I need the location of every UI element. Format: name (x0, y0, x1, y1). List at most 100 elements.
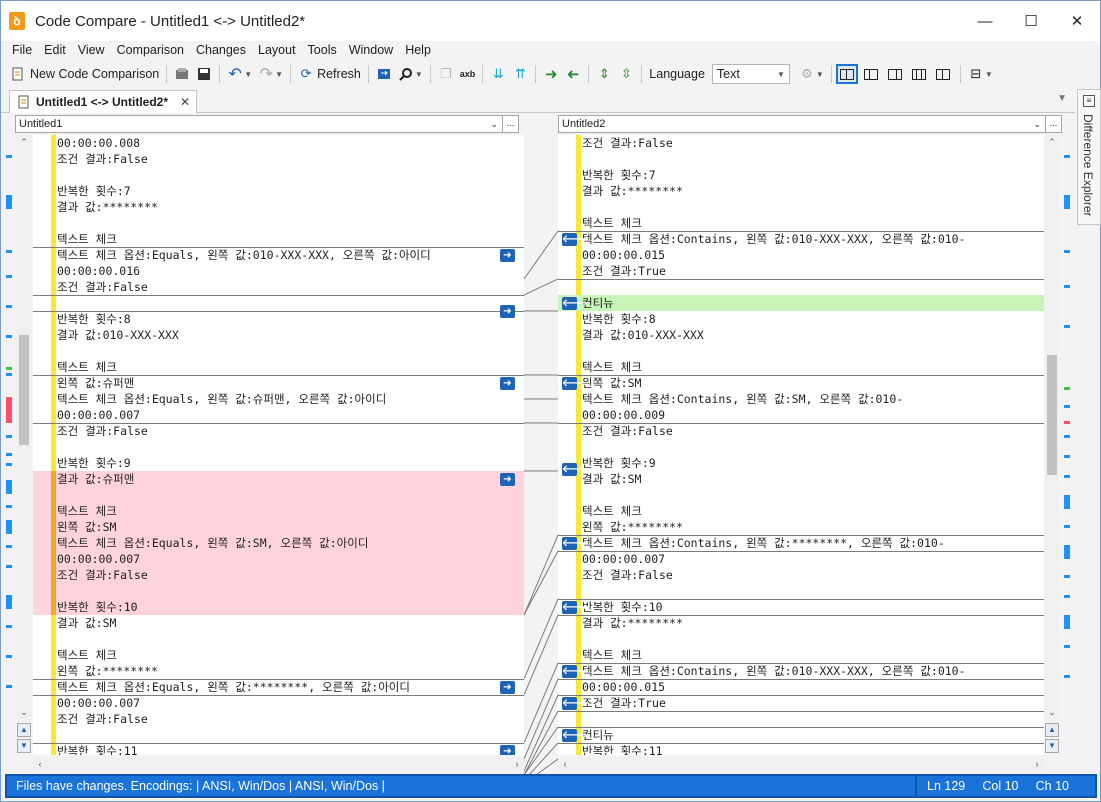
menu-tools[interactable]: Tools (307, 43, 337, 57)
code-line[interactable]: 00:00:00.015 (582, 248, 666, 262)
code-line[interactable]: 텍스트 체크 옵션:Contains, 왼쪽 값:SM, 오른쪽 값:010- (582, 392, 904, 406)
swap-button[interactable] (373, 63, 395, 85)
find-button[interactable]: ▼ (395, 63, 426, 85)
scroll-right-icon[interactable]: › (515, 759, 519, 769)
menu-help[interactable]: Help (405, 43, 431, 57)
open-folders-button[interactable] (171, 63, 193, 85)
code-line[interactable]: 텍스트 체크 옵션:Equals, 왼쪽 값:슈퍼맨, 오른쪽 값:아이디 (57, 392, 387, 406)
scroll-up-icon[interactable]: ⌃ (20, 137, 28, 147)
code-line[interactable]: 텍스트 체크 (582, 504, 642, 518)
close-window-button[interactable]: ✕ (1070, 13, 1084, 30)
new-comparison-button[interactable]: New Code Comparison (7, 63, 162, 85)
code-line[interactable]: 텍스트 체크 (582, 360, 642, 374)
code-line[interactable]: 조건 결과:False (582, 568, 673, 582)
copy-right-button[interactable]: ➜ (540, 63, 562, 85)
layout-right-base-button[interactable] (884, 64, 906, 84)
right-file-combo[interactable]: Untitled2⌄ (558, 115, 1046, 133)
code-line[interactable]: 왼쪽 값:SM (57, 520, 117, 534)
menu-layout[interactable]: Layout (258, 43, 296, 57)
language-select[interactable]: Text ▼ (711, 64, 790, 84)
copy-to-left-arrow-icon[interactable]: 🡐 (562, 729, 589, 742)
code-line[interactable]: 텍스트 체크 옵션:Equals, 왼쪽 값:********, 오른쪽 값:아… (57, 680, 410, 694)
menu-view[interactable]: View (77, 43, 105, 57)
next-diff-nav-button[interactable]: ▼ (17, 739, 31, 753)
copy-to-left-arrow-icon[interactable]: 🡐 (562, 233, 589, 246)
code-line[interactable]: 반복한 횟수:8 (582, 312, 656, 326)
code-line[interactable]: 조건 결과:False (57, 280, 148, 294)
code-line[interactable]: 00:00:00.007 (582, 552, 666, 566)
code-line[interactable]: 조건 결과:False (57, 152, 148, 166)
code-line[interactable]: 조건 결과:False (582, 424, 673, 438)
code-line[interactable]: 컨티뉴 (582, 296, 614, 310)
copy-to-left-arrow-icon[interactable]: 🡐 (562, 377, 589, 390)
layout-left-base-button[interactable] (860, 64, 882, 84)
copy-to-left-arrow-icon[interactable]: 🡐 (562, 665, 589, 678)
code-line[interactable]: 결과 값:******** (57, 200, 158, 214)
left-file-combo[interactable]: Untitled1⌄ (15, 115, 503, 133)
copy-to-left-arrow-icon[interactable]: 🡐 (562, 463, 589, 476)
code-line[interactable]: 조건 결과:True (582, 264, 666, 278)
code-line[interactable]: 왼쪽 값:******** (57, 664, 158, 678)
merge-down-button[interactable]: ⇕ (593, 63, 615, 85)
layout-merge-button[interactable] (932, 64, 954, 84)
options-button[interactable]: ⚙▼ (796, 63, 827, 85)
code-line[interactable]: 텍스트 체크 (57, 648, 117, 662)
code-line[interactable]: 반복한 횟수:8 (57, 312, 131, 326)
code-line[interactable]: 반복한 횟수:10 (57, 600, 138, 614)
code-line[interactable]: 텍스트 체크 (57, 360, 117, 374)
left-vertical-scrollbar[interactable]: ⌃ ⌄ (17, 135, 31, 725)
code-line[interactable]: 텍스트 체크 옵션:Equals, 왼쪽 값:010-XXX-XXX, 오른쪽 … (57, 248, 431, 262)
prev-diff-nav-button[interactable]: ▲ (17, 723, 31, 737)
merge-up-button[interactable]: ⇳ (615, 63, 637, 85)
copy-to-right-arrow-icon[interactable]: ➔ (500, 305, 515, 318)
prev-diff-nav-button[interactable]: ▲ (1045, 723, 1059, 737)
code-line[interactable]: 반복한 횟수:7 (57, 184, 131, 198)
scroll-left-icon[interactable]: ‹ (563, 759, 567, 769)
code-line[interactable]: 텍스트 체크 옵션:Contains, 왼쪽 값:010-XXX-XXX, 오른… (582, 232, 966, 246)
copy-to-left-arrow-icon[interactable]: 🡐 (562, 297, 589, 310)
copy-to-left-arrow-icon[interactable]: 🡐 (562, 537, 589, 550)
right-horizontal-scrollbar[interactable]: ‹ › (558, 757, 1044, 771)
code-line[interactable]: 00:00:00.015 (582, 680, 666, 694)
layout-three-panes-button[interactable] (908, 64, 930, 84)
left-horizontal-scrollbar[interactable]: ‹ › (33, 757, 524, 771)
copy-to-right-arrow-icon[interactable]: ➔ (500, 681, 515, 694)
scroll-down-icon[interactable]: ⌄ (20, 707, 28, 717)
code-line[interactable]: 00:00:00.009 (582, 408, 666, 422)
tab-list-dropdown-icon[interactable]: ▼ (1057, 93, 1067, 104)
code-line[interactable]: 왼쪽 값:******** (582, 520, 683, 534)
code-line[interactable]: 텍스트 체크 옵션:Contains, 왼쪽 값:********, 오른쪽 값… (582, 536, 945, 550)
redo-button[interactable]: ↷▼ (255, 63, 286, 85)
code-line[interactable]: 반복한 횟수:9 (57, 456, 131, 470)
left-overview-strip[interactable] (1, 135, 13, 755)
next-diff-nav-button[interactable]: ▼ (1045, 739, 1059, 753)
code-line[interactable]: 00:00:00.007 (57, 696, 141, 710)
copy-to-right-arrow-icon[interactable]: ➔ (500, 745, 515, 755)
code-line[interactable]: 텍스트 체크 옵션:Contains, 왼쪽 값:010-XXX-XXX, 오른… (582, 664, 966, 678)
split-view-button[interactable]: ⊟▼ (965, 63, 996, 85)
right-file-browse-button[interactable]: ... (1046, 115, 1062, 133)
scroll-up-icon[interactable]: ⌃ (1048, 137, 1056, 147)
code-line[interactable]: 컨티뉴 (582, 728, 614, 742)
text-compare-button[interactable]: axb (457, 63, 479, 85)
previous-change-button[interactable]: ⇈ (509, 63, 531, 85)
code-line[interactable]: 결과 값:SM (582, 472, 642, 486)
code-line[interactable]: 조건 결과:False (57, 568, 148, 582)
scroll-left-icon[interactable]: ‹ (38, 759, 42, 769)
code-line[interactable]: 반복한 횟수:10 (582, 600, 663, 614)
tab-close-icon[interactable]: ✕ (179, 95, 190, 109)
code-line[interactable]: 반복한 횟수:11 (582, 744, 663, 755)
layout-two-panes-button[interactable] (835, 64, 858, 84)
left-file-browse-button[interactable]: ... (503, 115, 519, 133)
copy-to-left-arrow-icon[interactable]: 🡐 (562, 697, 589, 710)
menu-window[interactable]: Window (348, 43, 394, 57)
copy-left-button[interactable]: ➜ (562, 63, 584, 85)
menu-file[interactable]: File (12, 43, 33, 57)
code-line[interactable]: 00:00:00.007 (57, 552, 141, 566)
scroll-right-icon[interactable]: › (1035, 759, 1039, 769)
save-button[interactable] (193, 63, 215, 85)
code-line[interactable]: 왼쪽 값:슈퍼맨 (57, 376, 135, 390)
code-line[interactable]: 반복한 횟수:11 (57, 744, 138, 755)
